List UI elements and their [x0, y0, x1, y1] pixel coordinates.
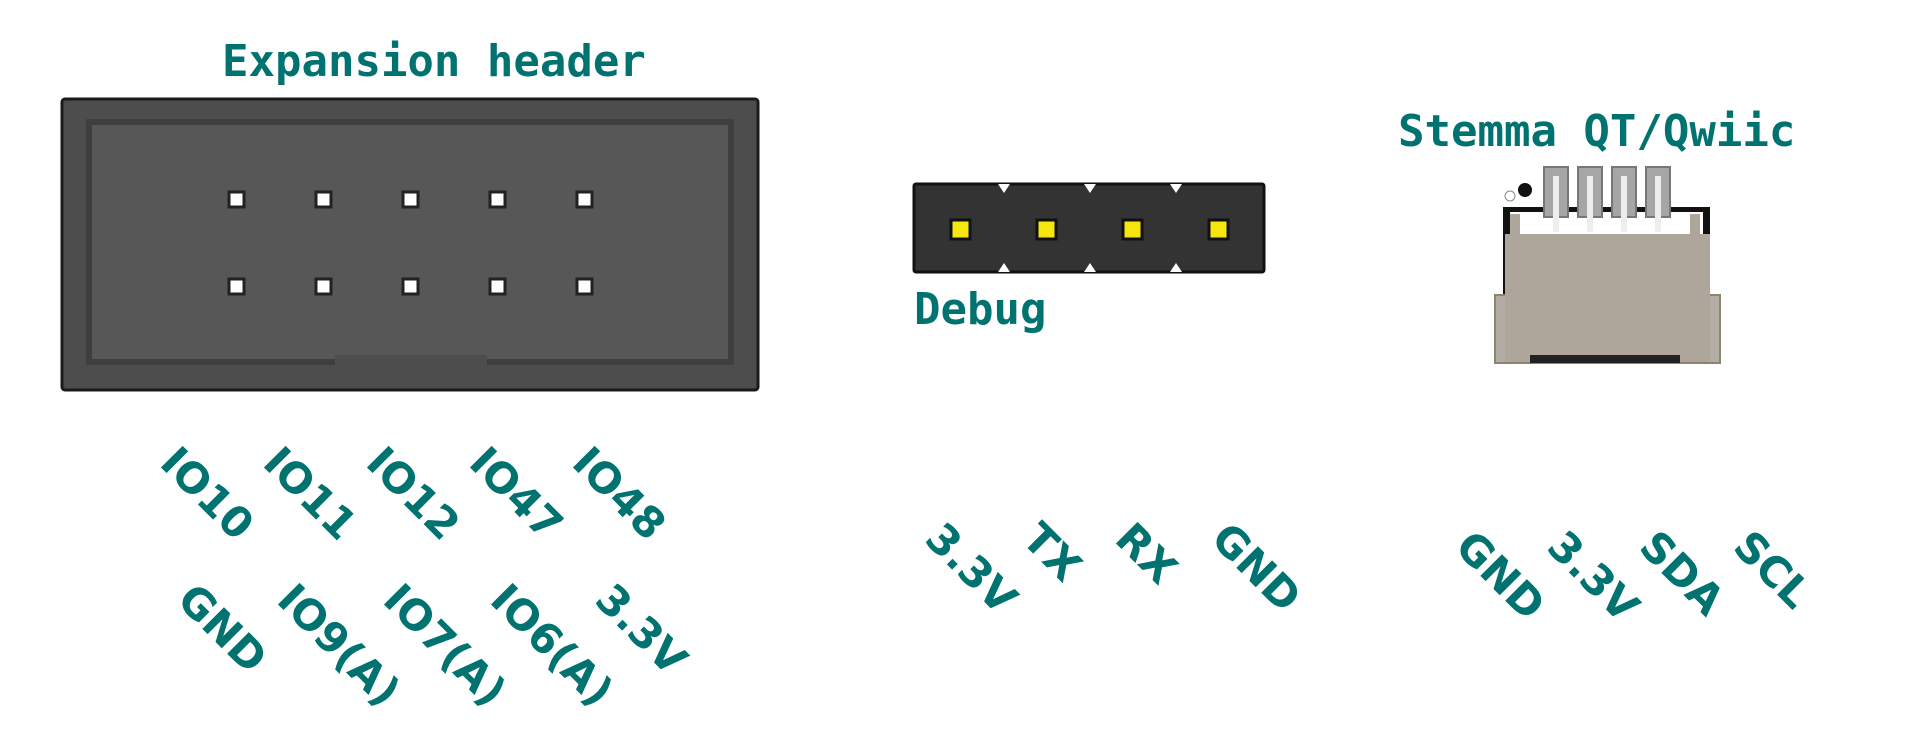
debug-title: Debug [914, 284, 1047, 335]
stemma-connector [1494, 166, 1721, 364]
expansion-header-connector [60, 97, 760, 392]
debug-connector [912, 182, 1266, 274]
pin1-marker [1518, 183, 1532, 197]
expansion-header-pins [227, 190, 594, 296]
stemma-title: Stemma QT/Qwiic [1398, 106, 1796, 157]
expansion-header-title: Expansion header [222, 36, 646, 87]
stemma-pins [1543, 166, 1671, 232]
debug-pads [949, 218, 1230, 241]
